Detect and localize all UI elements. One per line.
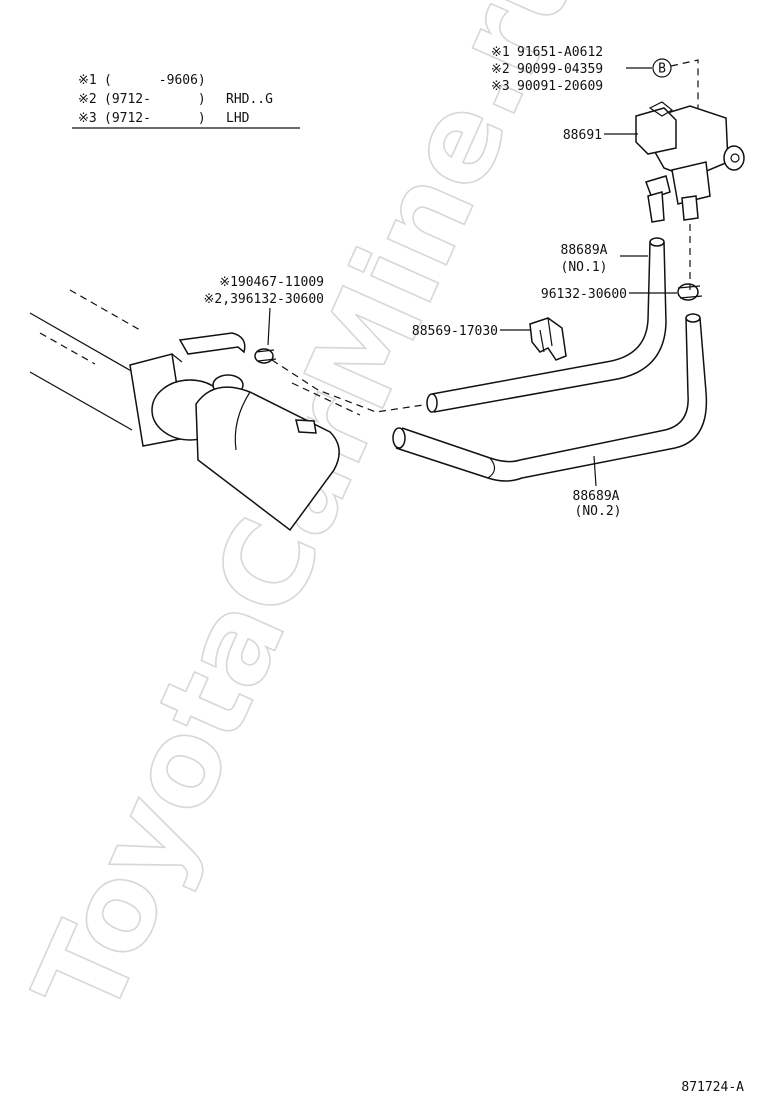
legend-row-3-range: (9712- ) [104,111,206,126]
hose-no2-bend-edge [487,457,496,479]
pipe-hidden-line [69,289,141,331]
hose-clip-left-ref-1: ※190467-11009 [219,275,324,290]
legend-row-2-mark: ※2 [78,92,97,107]
hose-no2-label: 88689A [573,489,620,504]
watermark: ToyotaCarMine.ru [8,0,611,1036]
ref-b-circle [652,58,672,78]
valve-ref-3-mark: ※3 [491,79,510,94]
hose-hidden-line [291,382,361,416]
vsv-nipple-right [681,195,699,221]
intake-pipe-assembly [29,289,431,532]
hose-no1-end-left [426,393,438,413]
legend-row-1-mark: ※1 [78,73,97,88]
vsv-valve-mount-hole [730,153,740,163]
hose-no2-leader [593,455,597,487]
legend-row-3-note: LHD [226,111,250,126]
pipe-flange-edge [171,353,183,363]
pipe-bracket [178,332,246,355]
hose-no1-label: 88689A [561,243,608,258]
vsv-port-left [645,175,671,199]
valve-ref-3-part: 90091-20609 [517,79,603,94]
hose-clip-right-label: 96132-30600 [541,287,627,302]
valve-refs: ※1 91651-A0612 ※2 90099-04359 ※3 90091-2… [491,45,699,160]
hose-clip-left-detail [255,349,277,362]
hose-clamp-label: 88569-17030 [412,324,498,339]
hose-no2-end-left [392,427,406,449]
figure-id: 871724-A [681,1080,744,1095]
pipe-outline [29,312,141,377]
hose-no1-outline-upper [431,241,651,395]
hose-clamp-detail [539,317,553,353]
vsv-valve: 88691 [563,101,745,290]
hose-clip-left-ref-2: ※2,396132-30600 [204,292,324,307]
legend-row-2-range: (9712- ) [104,92,206,107]
vsv-valve-connector-tab [648,101,674,117]
port-dashed-leader [271,359,431,413]
vsv-valve-lower-body [671,161,711,205]
hose-no2-sublabel: (NO.2) [575,504,622,519]
valve-ref-1-part: 91651-A0612 [517,45,603,60]
hose-no2-outline-upper [401,317,689,463]
legend-row-1-range: ( -9606) [104,73,206,88]
hose-clip-right: 96132-30600 [541,283,703,302]
vsv-valve-label: 88691 [563,128,602,143]
legend-row-2-note: RHD..G [226,92,273,107]
pipe-port [295,419,317,434]
hose-no1: 88689A (NO.1) [426,237,667,413]
hose-no1-sublabel: (NO.1) [561,260,608,275]
hose-no2-end-top [685,313,701,323]
hose-no1-outline-lower [433,241,667,413]
hose-clamp-shape [529,317,567,361]
vsv-valve-mount-tab [723,145,745,171]
pipe-outline [29,371,133,431]
pipe-hidden-line [39,332,96,365]
ref-b-letter: B [658,62,666,77]
hose-clip-right-detail [677,285,703,299]
valve-ref-2-part: 90099-04359 [517,62,603,77]
vsv-nipple-left [647,191,665,223]
vsv-valve-connector [635,107,677,155]
valve-ref-2-mark: ※2 [491,62,510,77]
hose-no2-outline-lower [395,317,708,482]
hose-clamp: 88569-17030 [412,317,567,361]
hose-no2: 88689A (NO.2) [392,313,708,519]
legend: ※1 ( -9606) ※2 (9712- ) RHD..G ※3 (9712-… [72,73,300,129]
valve-ref-1-mark: ※1 [491,45,510,60]
legend-row-3-mark: ※3 [78,111,97,126]
intake-hose-edge [234,391,251,451]
hose-clip-left-leader [267,307,271,346]
hose-clip-left: ※190467-11009 ※2,396132-30600 [204,275,324,364]
ref-b-dashed-leader [670,59,699,160]
hose-no1-end-top [649,237,665,247]
